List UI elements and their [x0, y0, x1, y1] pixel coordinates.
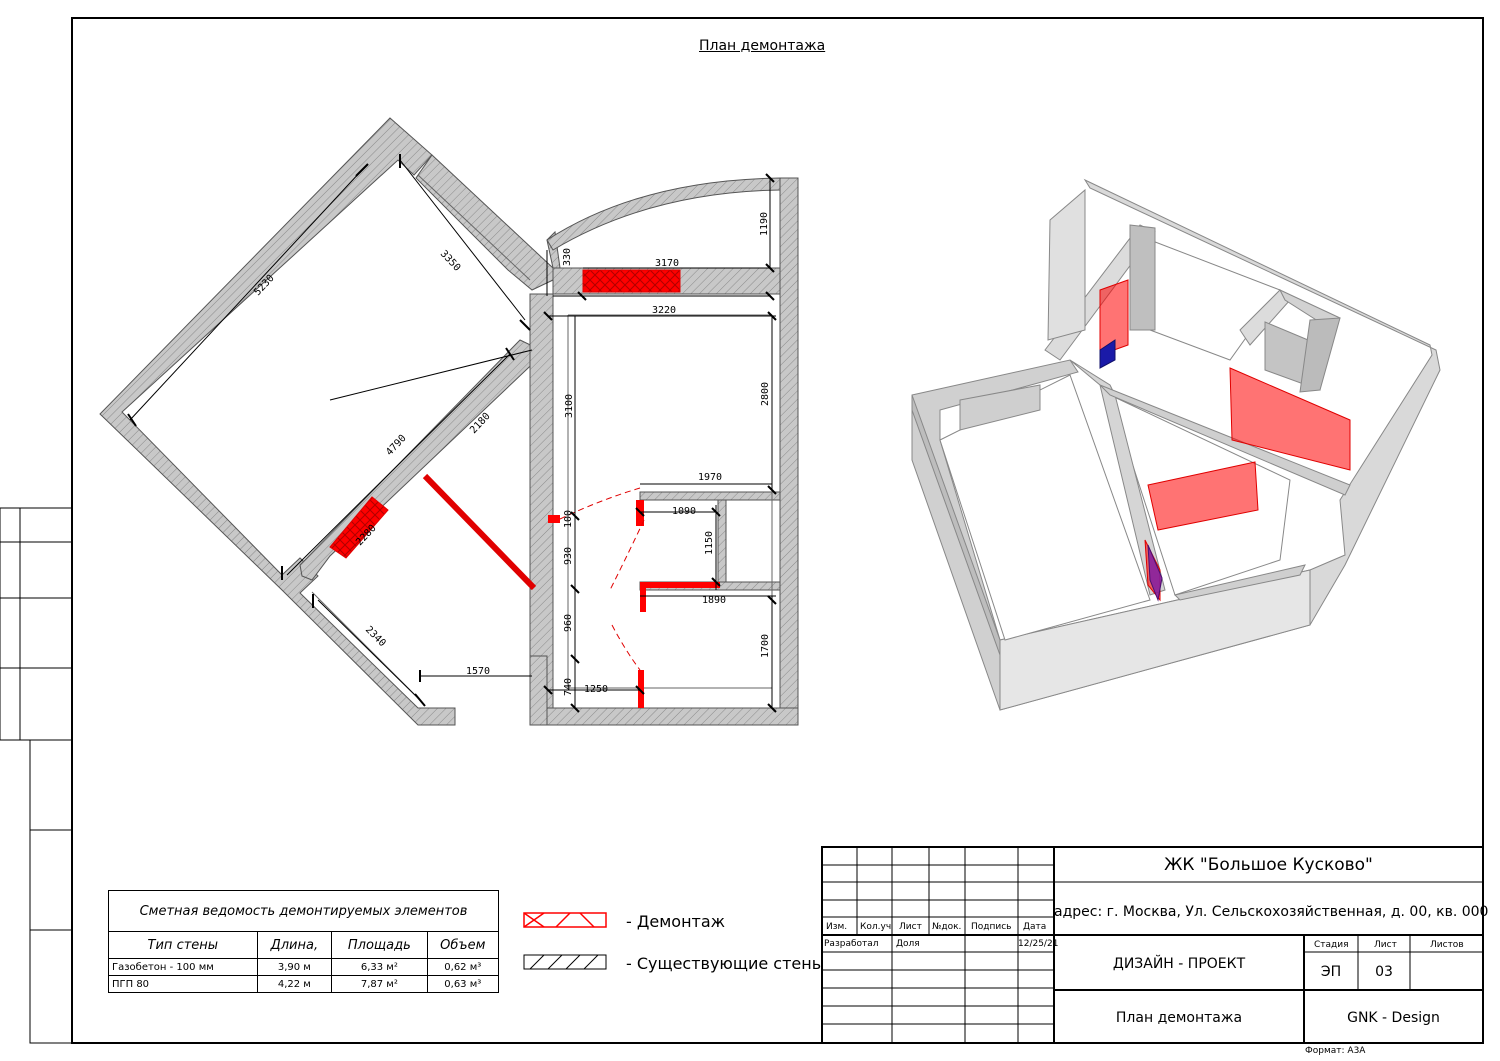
demolition-elements: [329, 269, 720, 708]
col-header-list: Лист: [899, 922, 922, 932]
dimension-lines: [129, 159, 776, 708]
cell-area: 6,33 м²: [331, 958, 428, 976]
col-header-ndok: №док.: [932, 922, 962, 932]
date-value: 12/25/21: [1018, 939, 1059, 949]
dim-label: 4790: [384, 433, 408, 458]
legend-symbols: [523, 912, 607, 970]
dim-label: 3170: [655, 258, 679, 269]
cell-length: 4,22 м: [256, 975, 333, 993]
stage-value: ЭП: [1320, 964, 1342, 980]
dimension-ticks: [127, 154, 777, 713]
col-header: Площадь: [331, 931, 428, 959]
dim-label: 3100: [564, 394, 575, 418]
company-name: GNK - Design: [1347, 1010, 1440, 1026]
existing-walls: [99, 117, 799, 726]
project-address: адрес: г. Москва, Ул. Сельскохозяйственн…: [1054, 904, 1489, 920]
dim-label: 1890: [702, 595, 726, 606]
isometric-3d-view: [911, 178, 1441, 711]
dim-label: 3220: [652, 305, 676, 316]
legend-demolition-label: - Демонтаж: [626, 912, 726, 931]
cell-area: 7,87 м²: [331, 975, 428, 993]
sheets-label: Листов: [1430, 940, 1464, 950]
dim-label: 330: [562, 248, 573, 266]
dim-label: 2340: [363, 624, 388, 649]
table-row: Газобетон - 100 мм 3,90 м 6,33 м² 0,62 м…: [108, 958, 500, 976]
sheet-label: Лист: [1374, 940, 1397, 950]
stage-label: Стадия: [1314, 940, 1349, 950]
estimate-caption: Сметная ведомость демонтируемых элементо…: [108, 890, 499, 932]
legend-existing-label: - Существующие стены: [626, 954, 825, 973]
dim-label: 100: [563, 510, 574, 528]
stage-title: ДИЗАЙН - ПРОЕКТ: [1112, 956, 1246, 972]
cell-type: Газобетон - 100 мм: [108, 958, 258, 976]
col-header-date: Дата: [1023, 922, 1047, 932]
dim-label: 1970: [698, 472, 722, 483]
dim-label: 2800: [760, 382, 771, 406]
project-name: ЖК "Большое Кусково": [1164, 855, 1373, 875]
dim-label: 1250: [584, 684, 608, 695]
cell-volume: 0,62 м³: [426, 958, 500, 976]
sheet-title: План демонтажа: [699, 38, 826, 54]
sheet-name: План демонтажа: [1115, 1010, 1243, 1026]
title-block-grid: [821, 846, 1484, 1044]
cell-type: ПГП 80: [108, 975, 258, 993]
balcony-arc: [546, 177, 781, 251]
dim-label: 3350: [438, 249, 462, 274]
sheet-frame: [0, 17, 1484, 1044]
dim-label: 960: [563, 614, 574, 632]
cell-length: 3,90 м: [256, 958, 333, 976]
estimate-table: Сметная ведомость демонтируемых элементо…: [108, 890, 500, 993]
dim-label: 930: [563, 547, 574, 565]
dim-label: 1570: [466, 666, 490, 677]
developer-name: Доля: [896, 939, 920, 949]
col-header: Объем: [426, 931, 500, 959]
developer-label: Разработал: [824, 939, 879, 949]
format-label: Формат: А3А: [1305, 1046, 1366, 1056]
col-header: Длина,: [256, 931, 333, 959]
dim-label: 1090: [672, 506, 696, 517]
dim-label: 1190: [759, 212, 770, 236]
floor-plan: 5230 3350 4790 2180 2280 2340 1570 1190 …: [99, 117, 799, 726]
sheet-value: 03: [1375, 964, 1393, 980]
col-header-kolvo: Кол.уч: [860, 922, 892, 932]
col-header-sign: Подпись: [971, 922, 1012, 932]
table-row: ПГП 80 4,22 м 7,87 м² 0,63 м³: [108, 975, 500, 993]
col-header: Тип стены: [108, 931, 258, 959]
dim-label: 1150: [704, 531, 715, 555]
dim-label: 1700: [760, 634, 771, 658]
cell-volume: 0,63 м³: [426, 975, 500, 993]
dim-label: 740: [563, 678, 574, 696]
col-header-izm: Изм.: [826, 922, 848, 932]
